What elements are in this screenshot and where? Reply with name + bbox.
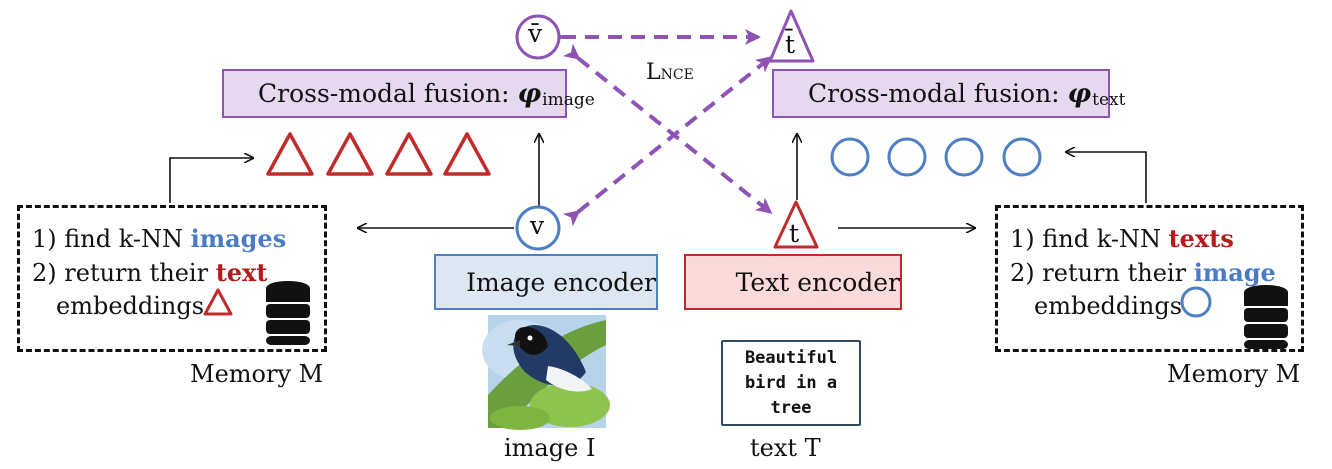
database-icon: [266, 281, 310, 345]
image-encoder-label: Image encoder: [466, 267, 656, 297]
v-symbol: v: [530, 211, 545, 240]
v-tbar-arrow: [562, 56, 773, 227]
loss-sub: NCE: [660, 67, 694, 83]
loss-main: L: [646, 60, 661, 85]
bird-image: [482, 315, 610, 430]
memory-right-caption: Memory M: [1167, 360, 1301, 388]
text-sample-box: Beautiful bird in a tree: [721, 340, 861, 426]
memory-left-line3: embeddings: [56, 292, 205, 320]
image-embedding-circle-icon: [1002, 137, 1042, 177]
text-caption: text T: [750, 434, 821, 462]
v-circle-icon: [515, 205, 561, 251]
text-embedding-triangle-icon: [385, 132, 433, 176]
memory-left-line1: 1) find k-NN images: [32, 224, 287, 253]
memory-right-to-circles-arrow: [1066, 152, 1147, 203]
memory-right-line1: 1) find k-NN texts: [1010, 224, 1234, 253]
memory-left-to-triangles-arrow: [169, 158, 253, 203]
fusion-image-sub: image: [542, 89, 595, 110]
memory-right-box: 1) find k-NN texts 2) return their image…: [995, 205, 1304, 352]
tbar-triangle-icon: [768, 9, 815, 63]
text-embedding-triangle-icon: [266, 132, 314, 176]
fusion-image-phi: φ: [517, 78, 542, 109]
fusion-image-box: Cross-modal fusion: φ image: [222, 69, 595, 118]
t-symbol: t: [789, 219, 800, 248]
memory-left-box: 1) find k-NN images 2) return their text…: [17, 205, 327, 352]
fusion-image-label: Cross-modal fusion:: [258, 79, 510, 108]
memory-right-line3: embeddings: [1034, 292, 1183, 320]
database-icon: [1244, 285, 1288, 349]
image-embedding-circle-icon: [944, 137, 984, 177]
memory-right-highlight-image: image: [1193, 258, 1276, 287]
memory-left-line2: 2) return their text: [32, 258, 268, 287]
memory-right-line2: 2) return their image: [1010, 258, 1276, 287]
loss-label: LNCE: [646, 60, 694, 85]
memory-left-highlight-images: images: [190, 224, 287, 253]
image-encoder-box: Image encoder: [434, 254, 658, 310]
vbar-symbol: v̄: [528, 19, 543, 48]
small-circle-icon: [1180, 286, 1212, 318]
small-triangle-icon: [203, 288, 233, 316]
text-encoder-label: Text encoder: [735, 267, 900, 297]
text-embedding-triangle-icon: [443, 132, 491, 176]
image-embedding-circle-icon: [830, 137, 870, 177]
fusion-text-label: Cross-modal fusion:: [808, 79, 1060, 108]
text-embedding-triangle-icon: [326, 132, 374, 176]
t-triangle-icon: [773, 200, 819, 249]
vbar-circle-icon: [515, 14, 561, 60]
memory-left-highlight-text: text: [215, 258, 268, 287]
memory-right-highlight-texts: texts: [1168, 224, 1234, 253]
fusion-text-phi: φ: [1067, 78, 1092, 109]
fusion-text-sub: text: [1092, 89, 1126, 110]
text-encoder-box: Text encoder: [684, 254, 902, 310]
image-embedding-circle-icon: [887, 137, 927, 177]
fusion-text-box: Cross-modal fusion: φ text: [772, 69, 1125, 118]
image-caption: image I: [504, 434, 596, 462]
memory-left-caption: Memory M: [190, 360, 324, 388]
tbar-symbol: t̄: [785, 30, 796, 59]
